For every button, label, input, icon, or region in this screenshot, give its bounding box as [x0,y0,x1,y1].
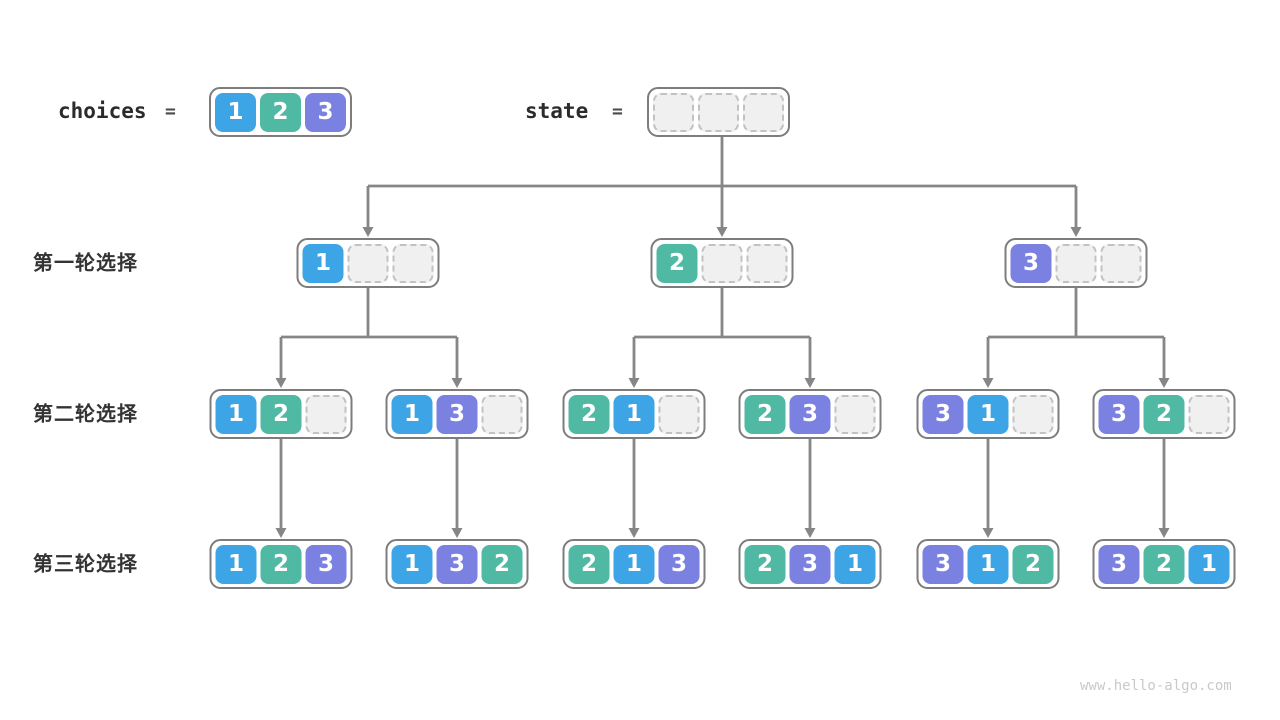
array-cell-empty [701,243,743,283]
array-cell-2: 2 [656,243,698,283]
array-cell-empty [1055,243,1097,283]
array-cell-empty [834,394,876,434]
array-cell-2: 2 [1143,544,1185,584]
array-cell-1: 1 [613,394,655,434]
array-cell-3: 3 [305,92,346,132]
watermark-url: www.hello-algo.com [1080,678,1232,694]
array-cell-3: 3 [658,544,700,584]
array-cell-3: 3 [305,544,347,584]
array-cell-3: 3 [1098,544,1140,584]
array-cell-2: 2 [1143,394,1185,434]
state-box-round1-3: 3 [1004,238,1148,288]
array-cell-2: 2 [744,394,786,434]
array-cell-3: 3 [922,394,964,434]
array-cell-1: 1 [613,544,655,584]
state-label: state [525,99,589,123]
array-cell-2: 2 [260,544,302,584]
array-cell-empty [698,92,739,132]
array-cell-empty [347,243,389,283]
array-cell-1: 1 [391,394,433,434]
choices-label: choices [58,99,147,123]
array-cell-2: 2 [744,544,786,584]
state-equals-sign: = [612,101,623,122]
array-cell-empty [1012,394,1054,434]
array-cell-empty [1188,394,1230,434]
array-cell-1: 1 [834,544,876,584]
array-cell-empty [743,92,784,132]
array-cell-1: 1 [215,394,257,434]
array-cell-3: 3 [436,544,478,584]
round-label-1: 第一轮选择 [33,252,138,275]
array-cell-1: 1 [215,92,256,132]
array-cell-3: 3 [789,544,831,584]
round-label-2: 第二轮选择 [33,403,138,426]
array-cell-1: 1 [302,243,344,283]
array-cell-1: 1 [215,544,257,584]
array-cell-empty [481,394,523,434]
array-cell-2: 2 [1012,544,1054,584]
array-cell-3: 3 [436,394,478,434]
array-cell-3: 3 [1010,243,1052,283]
array-cell-2: 2 [260,92,301,132]
array-cell-empty [1100,243,1142,283]
array-cell-1: 1 [967,544,1009,584]
array-cell-2: 2 [481,544,523,584]
array-cell-empty [746,243,788,283]
round-label-3: 第三轮选择 [33,553,138,576]
array-cell-1: 1 [391,544,433,584]
array-cell-empty [392,243,434,283]
array-cell-1: 1 [1188,544,1230,584]
array-cell-empty [653,92,694,132]
state-box-round1-2: 2 [650,238,794,288]
array-cell-1: 1 [967,394,1009,434]
array-cell-3: 3 [1098,394,1140,434]
array-cell-2: 2 [260,394,302,434]
array-cell-empty [305,394,347,434]
array-cell-2: 2 [568,394,610,434]
array-cell-3: 3 [922,544,964,584]
array-cell-2: 2 [568,544,610,584]
array-cell-empty [658,394,700,434]
state-box-round1-1: 1 [296,238,440,288]
state-array [647,87,790,137]
array-cell-3: 3 [789,394,831,434]
choices-equals-sign: = [165,101,176,122]
